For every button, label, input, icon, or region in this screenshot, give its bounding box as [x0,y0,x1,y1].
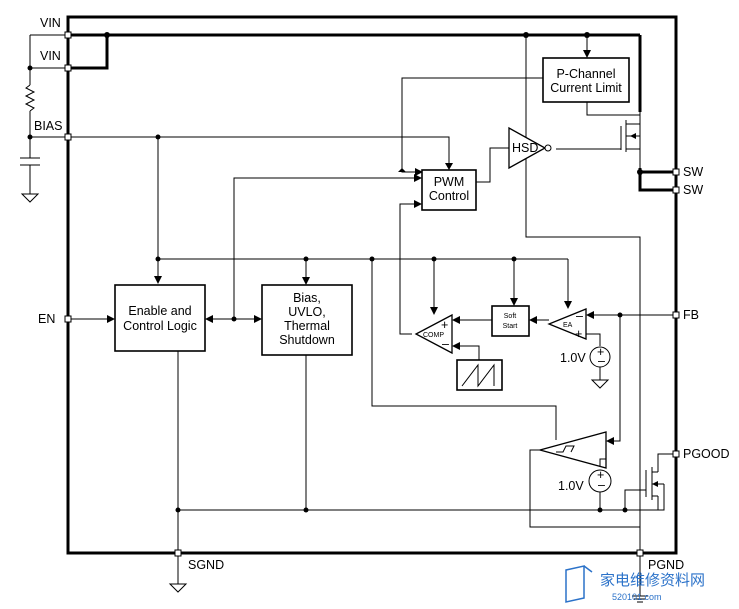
svg-text:–: – [598,354,605,368]
pin-pgnd [636,549,644,557]
watermark: 家电维修资料网 520101.com [565,565,705,603]
soft-start-block [491,305,530,337]
label-bias: BIAS [34,119,63,133]
svg-text:–: – [598,478,605,492]
ground-icon-ea [590,379,610,389]
enable-label-1: Enable and [128,304,191,318]
bias-block-label-2: UVLO, [288,305,326,319]
pgood-mosfet [624,453,676,511]
hsd-label: HSD [512,141,538,155]
ea-label: EA [563,322,573,329]
pin-vin2 [64,64,72,72]
pin-vin1 [64,31,72,39]
ground-icon-sgnd [168,583,188,593]
watermark-url: 520101.com [612,592,662,602]
ramp-generator [456,359,503,391]
label-fb: FB [683,308,699,322]
pin-en [64,315,72,323]
soft-start-label-1: Soft [504,313,517,320]
ea-plus-sign: + [575,327,582,341]
watermark-cn: 家电维修资料网 [600,572,705,589]
soft-start-label-2: Start [503,323,518,330]
label-sw2: SW [683,183,703,197]
svg-text:+: + [597,345,604,359]
label-sw1: SW [683,165,703,179]
ea-reference-label: 1.0V [560,351,586,365]
chip-outline [66,15,678,555]
pin-pgood [672,450,680,458]
bias-block-label-3: Thermal [284,319,330,333]
ground-icon [20,193,40,203]
bias-block-label-4: Shutdown [279,333,335,347]
error-amplifier [547,308,587,340]
label-pgnd: PGND [648,558,684,572]
p-channel-mosfet [556,112,641,172]
comp-plus-sign: + [441,318,448,332]
ea-minus-sign: – [576,309,583,323]
pgood-comparator [537,431,607,469]
current-limit-block [542,57,630,103]
enable-label-2: Control Logic [123,319,197,333]
external-input-network [20,34,68,203]
pin-sgnd [174,549,182,557]
pin-sw2 [672,186,680,194]
bias-resistor [24,84,36,112]
enable-control-block [114,284,206,352]
pin-fb [672,311,680,319]
sw-bus [637,168,676,192]
label-sgnd: SGND [188,558,224,572]
comp-label: COMP [423,332,444,339]
current-limit-label-1: P-Channel [556,67,615,81]
current-limit-label-2: Current Limit [550,81,622,95]
comp-minus-sign: – [442,337,449,351]
label-vin1: VIN [40,16,61,30]
pgood-reference-label: 1.0V [558,479,584,493]
bias-block-label-1: Bias, [293,291,321,305]
pin-bias [64,133,72,141]
svg-text:+: + [597,468,604,482]
label-en: EN [38,312,55,326]
bias-uvlo-block [261,284,353,356]
pwm-label-1: PWM [434,175,465,189]
pin-sw1 [672,168,680,176]
comp-comparator [414,313,453,355]
vin-bus [68,32,642,112]
label-pgood: PGOOD [683,447,730,461]
label-vin2: VIN [40,49,61,63]
pwm-label-2: Control [429,189,469,203]
